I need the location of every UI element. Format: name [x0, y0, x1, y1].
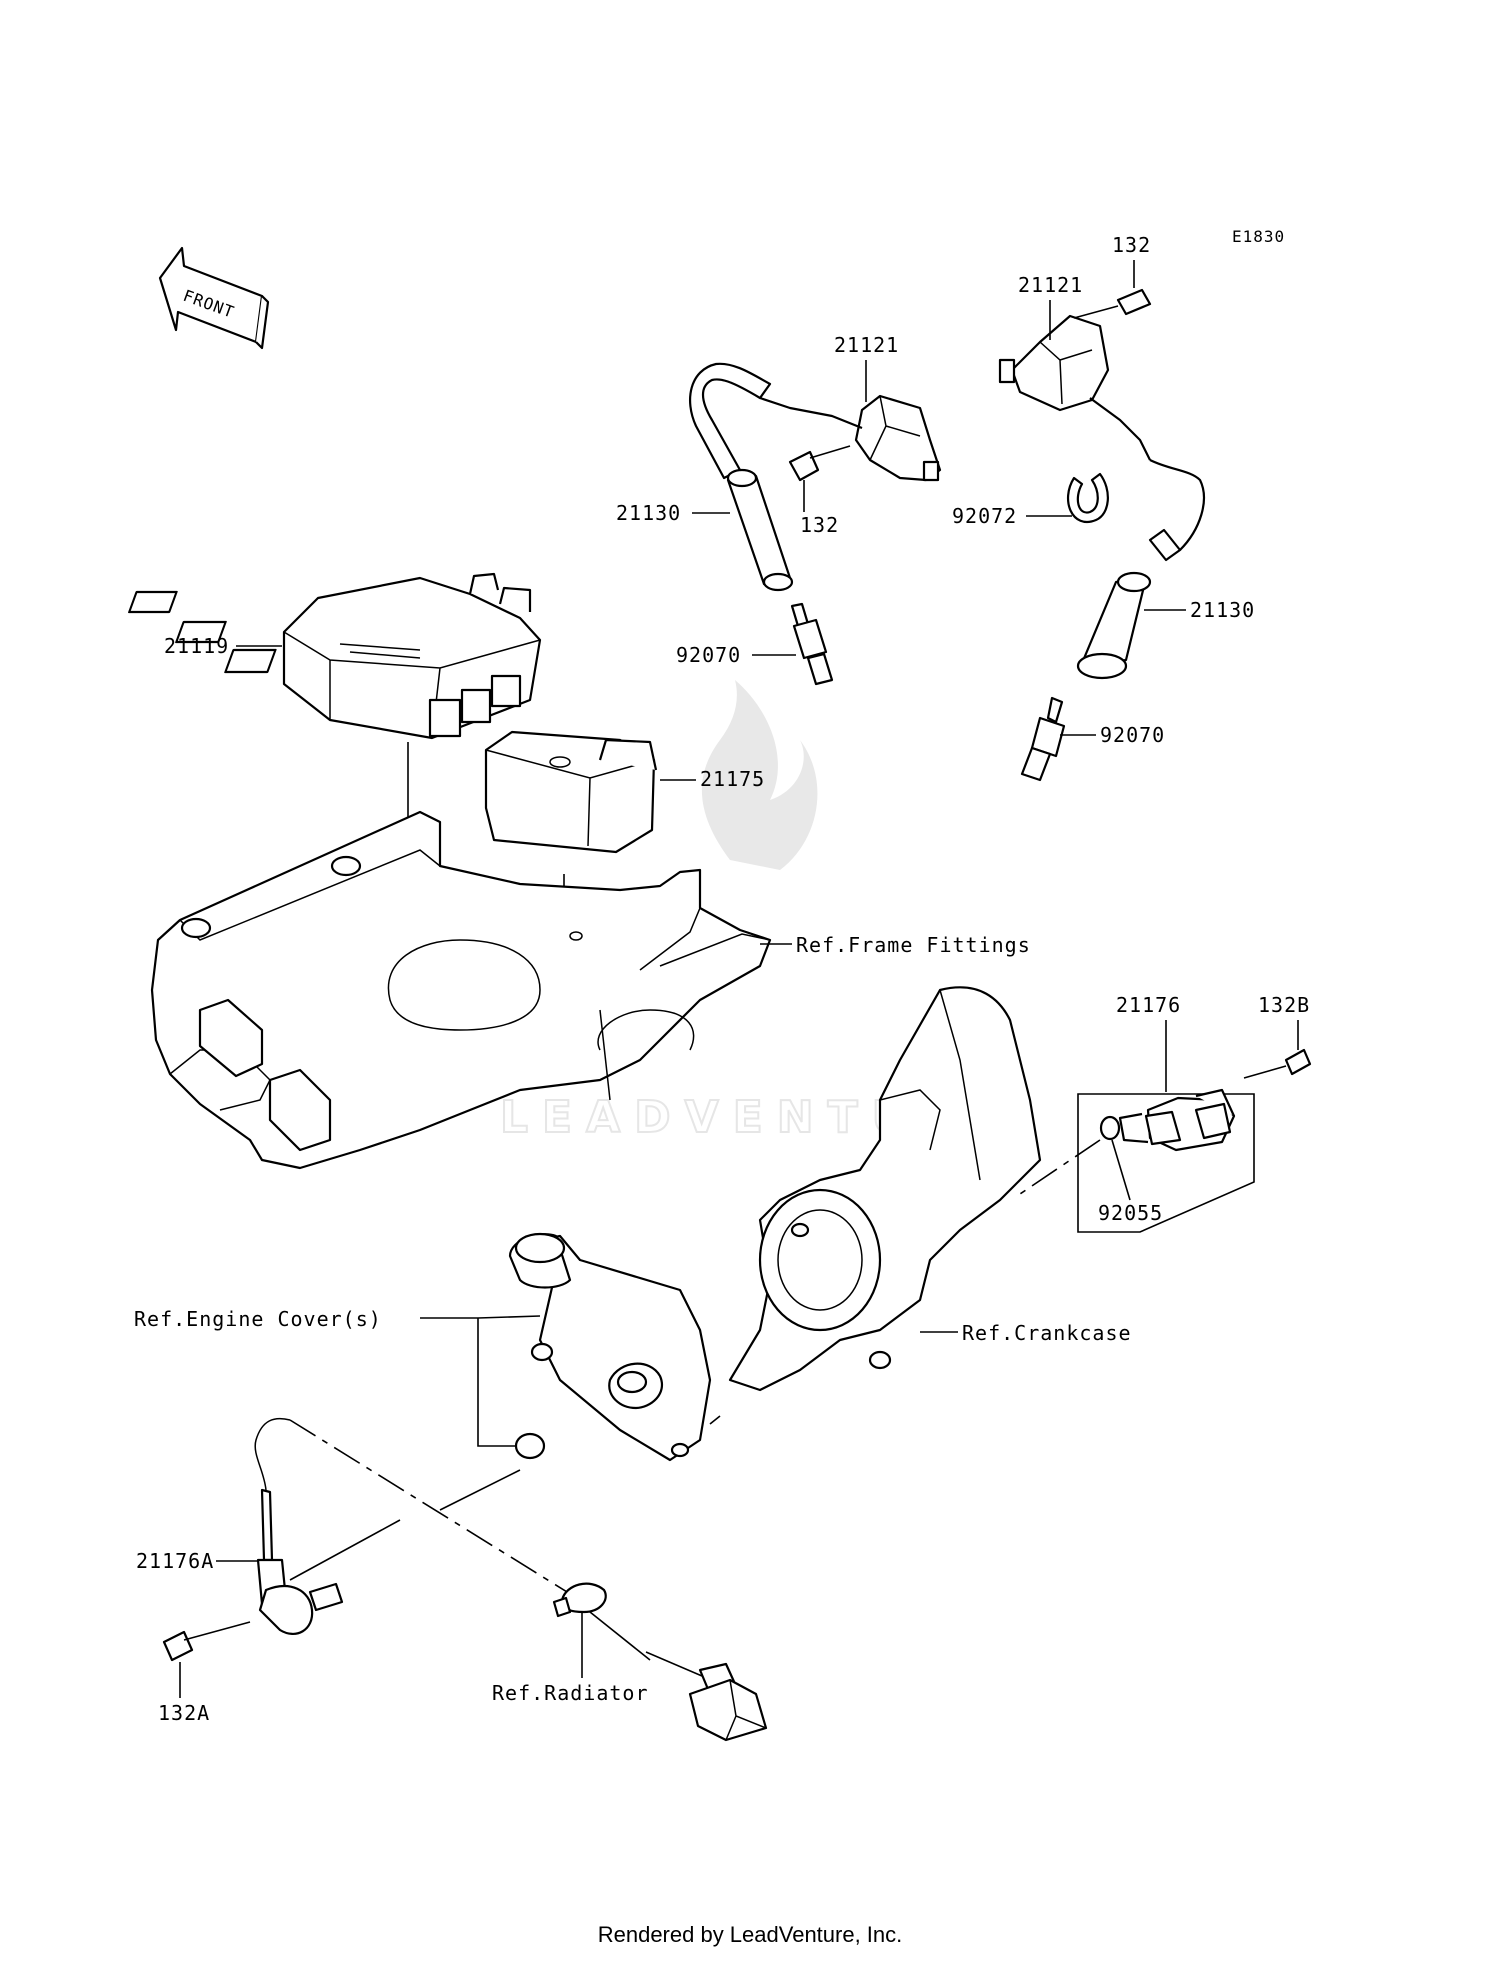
label-132A: 132A — [158, 1701, 210, 1725]
label-ref-engine-cover: Ref.Engine Cover(s) — [134, 1307, 382, 1331]
label-ref-crankcase: Ref.Crankcase — [962, 1321, 1132, 1345]
bolt-132-mid — [788, 445, 851, 482]
engine-cover — [508, 1232, 712, 1462]
sensor-21176A — [254, 1417, 344, 1636]
label-92055: 92055 — [1098, 1201, 1163, 1225]
ignition-coil-right — [998, 314, 1205, 562]
label-21121-left: 21121 — [834, 333, 899, 357]
sensor-21176-group — [1077, 1088, 1255, 1233]
spark-plug-left — [790, 602, 834, 686]
label-21130-right: 21130 — [1190, 598, 1255, 622]
label-21175: 21175 — [700, 767, 765, 791]
o-ring — [514, 1432, 546, 1460]
label-21176: 21176 — [1116, 993, 1181, 1017]
crankcase — [728, 986, 1042, 1392]
label-92070-left: 92070 — [676, 643, 741, 667]
label-132-mid: 132 — [800, 513, 839, 537]
bolt-132A — [162, 1621, 251, 1662]
label-21176A: 21176A — [136, 1549, 214, 1573]
label-ref-frame-fittings: Ref.Frame Fittings — [796, 933, 1031, 957]
spark-plug-right — [1020, 696, 1066, 782]
footer-credit: Rendered by LeadVenture, Inc. — [597, 1922, 903, 1947]
plug-cap-left — [726, 468, 794, 592]
plug-cap-right — [1076, 571, 1152, 680]
regulator-21175 — [484, 730, 658, 854]
label-21130-left: 21130 — [616, 501, 681, 525]
ecu-21119 — [128, 572, 542, 740]
bolt-132B — [1243, 1048, 1312, 1079]
label-132-top: 132 — [1112, 233, 1151, 257]
clamp-radiator — [552, 1582, 607, 1618]
label-92072: 92072 — [952, 504, 1017, 528]
label-21119: 21119 — [164, 634, 229, 658]
clamp-92072 — [1066, 472, 1109, 523]
ignition-coil-left — [689, 362, 942, 482]
label-92070-right: 92070 — [1100, 723, 1165, 747]
label-132B: 132B — [1258, 993, 1310, 1017]
label-21121-right: 21121 — [1018, 273, 1083, 297]
bolt-132-top — [1073, 288, 1152, 319]
front-arrow: FRONT — [158, 246, 270, 350]
connector — [645, 1651, 768, 1742]
label-ref-radiator: Ref.Radiator — [492, 1681, 649, 1705]
frame-bracket — [150, 810, 772, 1170]
diagram-code: E1830 — [1232, 227, 1285, 246]
